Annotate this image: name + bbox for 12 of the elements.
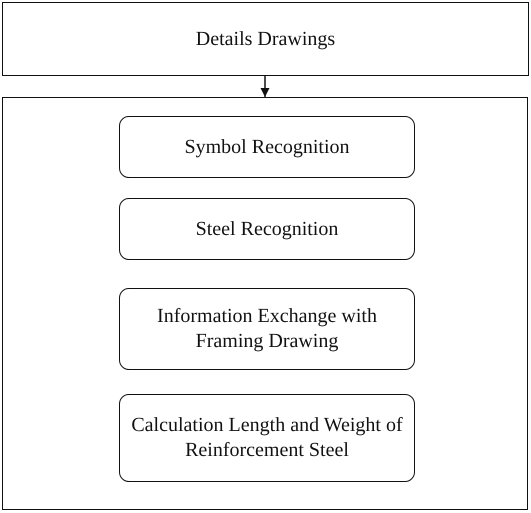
process-box: [2, 2, 529, 76]
box-label: Calculation Length and Weight of Reinforcement Steel: [130, 413, 404, 463]
box-label: Details Drawings: [194, 26, 336, 52]
process-box: [119, 198, 415, 260]
box-label: Information Exchange with Framing Drawing: [156, 304, 378, 354]
process-box: [119, 288, 415, 370]
process-box: [119, 394, 415, 482]
frame-box: [2, 97, 528, 510]
process-box: [119, 116, 415, 178]
box-label: Steel Recognition: [194, 216, 340, 242]
arrow: [260, 76, 270, 97]
box-label: Symbol Recognition: [184, 134, 350, 160]
